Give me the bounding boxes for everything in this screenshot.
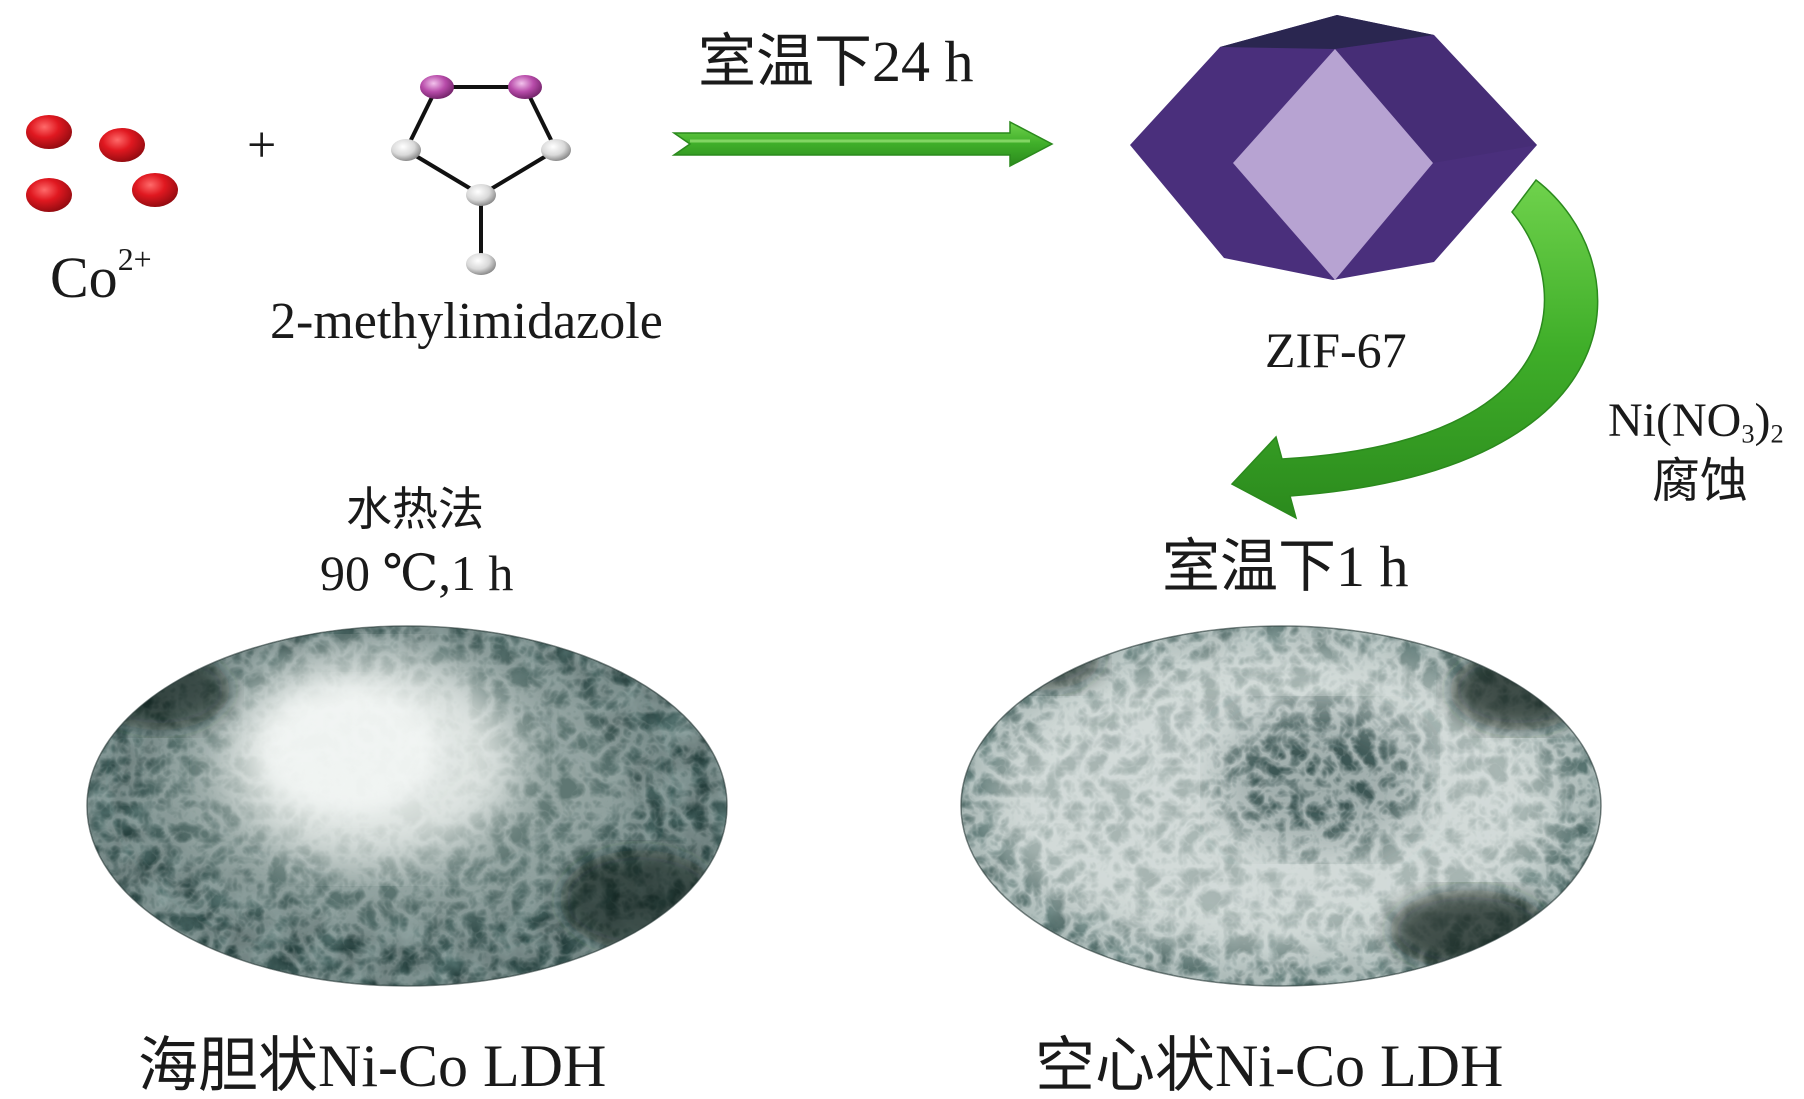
carbon-atom xyxy=(466,253,496,275)
cobalt-ions xyxy=(26,115,178,212)
nitrogen-atom xyxy=(508,75,542,99)
cobalt-ion xyxy=(26,178,72,212)
step1-condition: 室温下24 h xyxy=(698,29,974,94)
arrow-step2 xyxy=(1230,178,1599,520)
zif67-crystal xyxy=(1130,15,1537,280)
cobalt-symbol: Co xyxy=(50,245,118,311)
arrow-step1 xyxy=(671,120,1054,168)
step2-reagent: Ni(NO3)2 xyxy=(1608,394,1784,449)
nitrogen-atom xyxy=(420,75,454,99)
urchin-sem-image xyxy=(87,626,727,986)
imidazole-molecule xyxy=(391,75,571,275)
cobalt-charge: 2+ xyxy=(117,242,152,277)
ligand-label: 2-methylimidazole xyxy=(270,293,663,350)
hydrothermal-method: 水热法 xyxy=(346,484,484,535)
cobalt-ion xyxy=(132,173,178,207)
urchin-ldh-label: 海胆状Ni-Co LDH xyxy=(138,1033,607,1099)
step2-process: 腐蚀 xyxy=(1652,455,1749,508)
carbon-atom xyxy=(541,139,571,161)
cobalt-ion xyxy=(26,115,72,149)
hydrothermal-condition: 90 ℃,1 h xyxy=(320,545,514,601)
cobalt-ion-label: Co2+ xyxy=(50,244,152,307)
hollow-ldh-label: 空心状Ni-Co LDH xyxy=(1035,1033,1504,1099)
plus-sign: + xyxy=(247,117,277,174)
carbon-atom xyxy=(466,184,496,206)
hollow-sem-image xyxy=(961,626,1601,986)
cobalt-ion xyxy=(99,128,145,162)
step2-condition: 室温下1 h xyxy=(1162,534,1409,599)
carbon-atom xyxy=(391,139,421,161)
zif67-label: ZIF-67 xyxy=(1265,322,1407,378)
